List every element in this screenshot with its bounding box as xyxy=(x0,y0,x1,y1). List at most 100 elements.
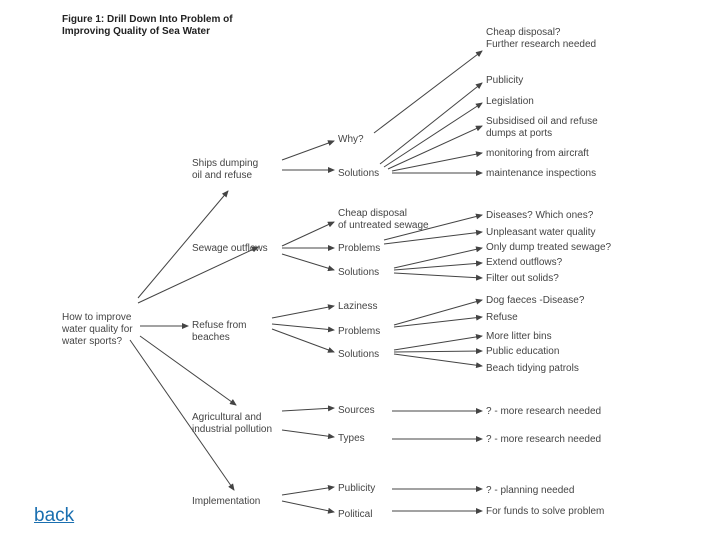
node-rprob-ref-line: Refuse xyxy=(486,312,518,323)
node-why-ans: Cheap disposal?Further research needed xyxy=(486,27,596,51)
node-impl-pub-line: Publicity xyxy=(338,483,376,494)
node-sol-only: Only dump treated sewage? xyxy=(486,242,611,254)
node-types-ans: ? - more research needed xyxy=(486,434,601,446)
node-agri-types-line: Types xyxy=(338,433,365,444)
node-sewage: Sewage outflows xyxy=(192,243,268,255)
node-root-line: How to improve xyxy=(62,312,132,323)
node-root-line: water sports? xyxy=(62,336,123,347)
node-sewage-line: Sewage outflows xyxy=(192,243,268,254)
node-sol-ext-line: Extend outflows? xyxy=(486,257,563,268)
node-sol-pub: Publicity xyxy=(486,75,523,87)
node-sew-sol: Solutions xyxy=(338,267,379,279)
edge-arrow-21 xyxy=(391,151,483,172)
node-ref-prob-line: Problems xyxy=(338,326,381,337)
node-ref-lazy-line: Laziness xyxy=(338,301,378,312)
node-prob-unp: Unpleasant water quality xyxy=(486,227,596,239)
edge-arrow-30 xyxy=(393,333,483,351)
edge-arrow-27 xyxy=(393,272,483,281)
node-sol-pub-line: Publicity xyxy=(486,75,524,86)
edge-arrow-19 xyxy=(383,102,483,168)
node-rsol-edu-line: Public education xyxy=(486,346,560,357)
node-types-ans-line: ? - more research needed xyxy=(486,434,602,445)
edge-arrow-25 xyxy=(393,246,483,269)
edge-arrow-11 xyxy=(271,323,335,333)
node-impl-pol-line: Political xyxy=(338,509,373,520)
node-rsol-patrol-line: Beach tidying patrols xyxy=(486,363,579,374)
node-sew-prob-line: Problems xyxy=(338,243,381,254)
node-src-ans-line: ? - more research needed xyxy=(486,406,602,417)
node-rsol-bins: More litter bins xyxy=(486,331,552,343)
edge-arrow-32 xyxy=(393,353,483,369)
node-ships-why: Why? xyxy=(338,134,364,146)
figure-title-line-2: Improving Quality of Sea Water xyxy=(62,26,210,37)
node-ships-sol-line: Solutions xyxy=(338,168,380,179)
node-ships-sol: Solutions xyxy=(338,168,379,180)
node-impl-pol: Political xyxy=(338,509,372,521)
edge-arrow-26 xyxy=(393,260,483,271)
edge-arrow-9 xyxy=(281,253,335,272)
node-sol-ext: Extend outflows? xyxy=(486,257,562,269)
edge-arrow-12 xyxy=(271,328,335,353)
node-pol-ans: For funds to solve problem xyxy=(486,506,604,518)
node-pub-ans: ? - planning needed xyxy=(486,485,574,497)
node-sol-leg: Legislation xyxy=(486,96,534,108)
node-sol-maint: maintenance inspections xyxy=(486,168,596,180)
node-sol-air-line: monitoring from aircraft xyxy=(486,148,589,159)
node-ref-sol-line: Solutions xyxy=(338,349,380,360)
node-sew-cheap-line: Cheap disposal xyxy=(338,208,407,219)
node-prob-dis-line: Diseases? Which ones? xyxy=(486,210,594,221)
node-why-ans-line: Cheap disposal? xyxy=(486,27,561,38)
node-root-line: water quality for xyxy=(62,324,133,335)
edge-arrow-23 xyxy=(383,213,483,241)
edge-arrow-13 xyxy=(281,405,335,412)
node-sol-dumps-line: dumps at ports xyxy=(486,128,553,139)
node-agri-types: Types xyxy=(338,433,365,445)
node-impl-line: Implementation xyxy=(192,496,261,507)
back-link[interactable]: back xyxy=(34,505,75,526)
node-agri-src: Sources xyxy=(338,405,375,417)
node-ships-line: Ships dumping xyxy=(192,158,259,169)
edge-arrow-20 xyxy=(387,125,483,170)
edge-arrow-28 xyxy=(393,298,483,326)
node-rsol-patrol: Beach tidying patrols xyxy=(486,363,579,375)
edge-arrow-10 xyxy=(271,304,335,319)
node-ref-lazy: Laziness xyxy=(338,301,377,313)
node-refuse-line: Refuse from xyxy=(192,320,247,331)
edge-arrow-14 xyxy=(281,429,335,440)
node-sol-filt-line: Filter out solids? xyxy=(486,273,559,284)
figure-title-line-1: Figure 1: Drill Down Into Problem of xyxy=(62,14,233,25)
figure-title: Figure 1: Drill Down Into Problem of Imp… xyxy=(62,14,233,38)
node-sew-cheap-line: of untreated sewage xyxy=(338,220,429,231)
node-sew-prob: Problems xyxy=(338,243,380,255)
node-agri-line: industrial pollution xyxy=(192,424,273,435)
edge-arrow-3 xyxy=(139,335,237,406)
node-agri-src-line: Sources xyxy=(338,405,375,416)
edge-arrow-0 xyxy=(137,190,229,299)
node-ref-prob: Problems xyxy=(338,326,380,338)
node-rsol-edu: Public education xyxy=(486,346,559,358)
node-prob-unp-line: Unpleasant water quality xyxy=(486,227,596,238)
node-sol-only-line: Only dump treated sewage? xyxy=(486,242,612,253)
node-sol-leg-line: Legislation xyxy=(486,96,534,107)
edge-arrow-24 xyxy=(383,229,483,245)
edge-arrow-31 xyxy=(393,348,483,355)
node-ships-why-line: Why? xyxy=(338,134,364,145)
node-why-ans-line: Further research needed xyxy=(486,39,597,50)
node-rprob-dog-line: Dog faeces -Disease? xyxy=(486,295,585,306)
node-impl-pub: Publicity xyxy=(338,483,375,495)
node-pub-ans-line: ? - planning needed xyxy=(486,485,575,496)
edge-arrow-1 xyxy=(137,246,259,304)
edge-arrow-5 xyxy=(281,140,335,161)
node-sew-sol-line: Solutions xyxy=(338,267,380,278)
edge-arrow-16 xyxy=(281,500,335,514)
node-agri-line: Agricultural and xyxy=(192,412,262,423)
node-rprob-ref: Refuse xyxy=(486,312,518,324)
edge-arrow-18 xyxy=(379,82,483,165)
edge-arrow-29 xyxy=(393,314,483,328)
